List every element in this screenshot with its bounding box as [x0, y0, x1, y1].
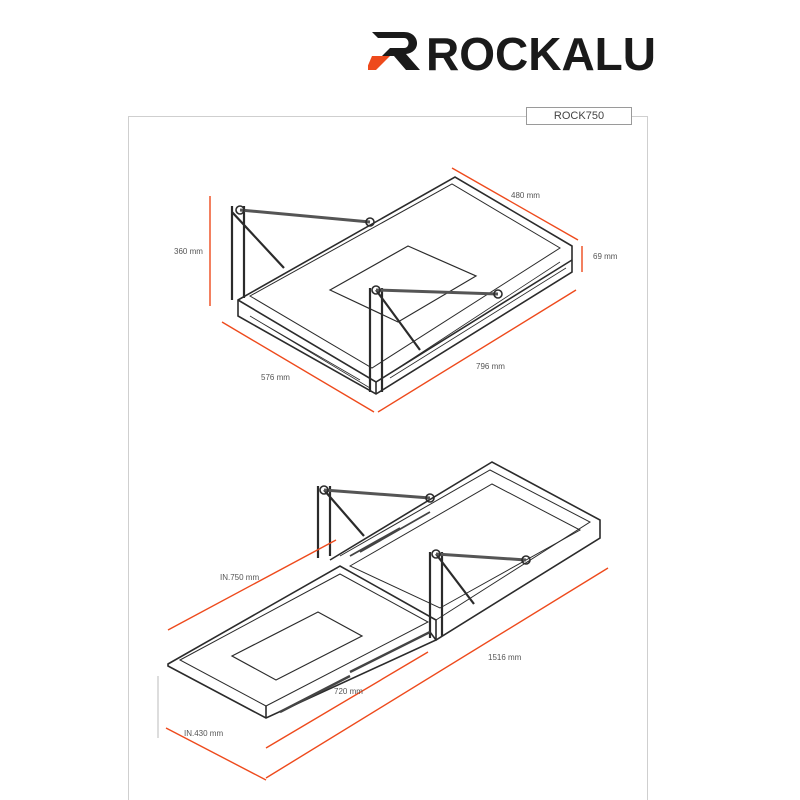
dim-inner-length-label: IN.750 mm	[220, 573, 259, 582]
dim-inner-width-label: IN.430 mm	[184, 729, 223, 738]
dim-height-label: 360 mm	[174, 247, 203, 256]
slide-length-dimension-line	[265, 651, 429, 749]
closed-tray-dimensions	[209, 167, 583, 413]
model-label: ROCK750	[526, 107, 632, 125]
dim-width-label: 480 mm	[511, 191, 540, 200]
extended-tray-view	[167, 461, 601, 719]
rockalu-r-mark-icon	[368, 32, 420, 70]
total-length-dimension-line	[265, 567, 609, 779]
dim-total-length-label: 1516 mm	[488, 653, 522, 662]
dim-slide-length-label: 720 mm	[334, 687, 363, 696]
width-dimension-line	[451, 167, 579, 241]
brand-name: ROCKALU	[426, 28, 656, 78]
front-length-dimension-line	[377, 289, 577, 413]
inner-length-dimension-line	[167, 539, 337, 631]
side-length-dimension-line	[221, 321, 375, 413]
inner-width-dimension-line	[165, 727, 267, 781]
dim-depth-label: 69 mm	[593, 252, 618, 261]
closed-tray-view	[230, 176, 573, 395]
extended-tray-dimensions	[157, 539, 609, 781]
dim-side-length-label: 576 mm	[261, 373, 290, 382]
drawing-sheet-frame	[128, 116, 648, 800]
dim-front-length-label: 796 mm	[476, 362, 505, 371]
rockalu-logo: ROCKALU	[368, 28, 656, 78]
